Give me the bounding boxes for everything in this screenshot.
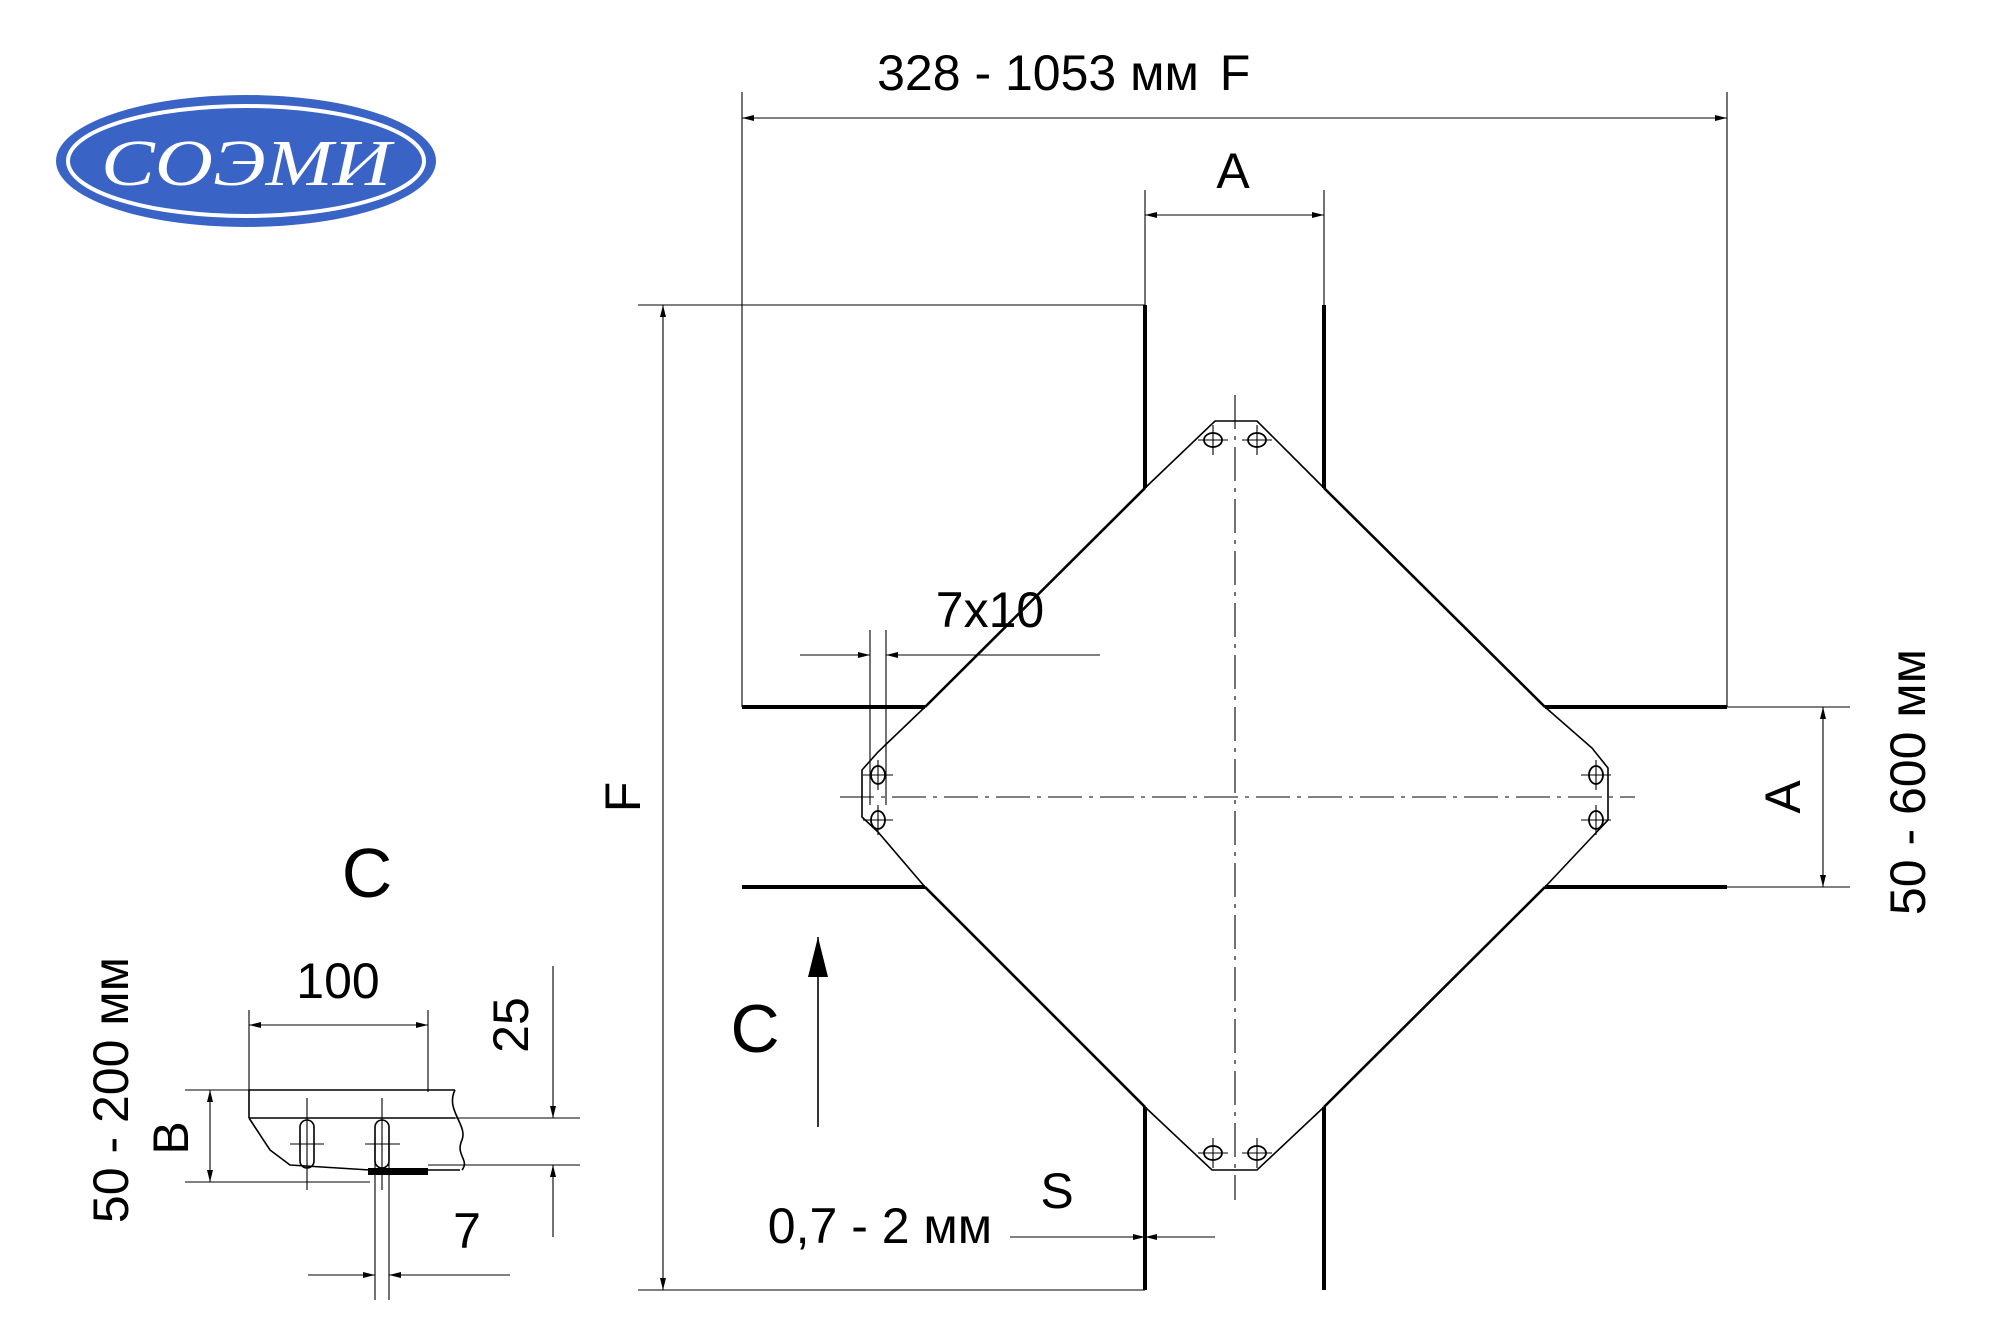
- body-edge-bottom-right: [1323, 886, 1546, 1108]
- right-flange: [1544, 706, 1609, 888]
- company-logo: СОЭМИ: [56, 95, 436, 227]
- top-overall-dimension: 328 - 1053 мм: [877, 45, 1199, 101]
- detail-view-title: C: [342, 834, 393, 912]
- view-arrow-label: C: [730, 991, 779, 1067]
- detail-flange-edge: [368, 1168, 428, 1175]
- top-overall-letter: F: [1220, 45, 1251, 101]
- thickness-letter: S: [1040, 1163, 1073, 1219]
- detail-view-c: C 100 25 7 B 50 - 200 мм: [83, 834, 580, 1300]
- body-edge-bottom-left: [924, 886, 1146, 1108]
- flange-holes: [863, 425, 1611, 1168]
- detail-width-label: 100: [296, 953, 379, 1009]
- detail-slot-pitch-label: 7: [453, 1203, 481, 1259]
- logo-text: СОЭМИ: [101, 127, 395, 200]
- top-flange: [1144, 420, 1325, 489]
- body-edge-top-right: [1323, 487, 1546, 708]
- left-overall-letter: F: [595, 782, 651, 813]
- cross-fitting-main-view: 328 - 1053 мм F A F A 50 - 600 мм 7x10 S…: [595, 45, 1936, 1291]
- bottom-flange: [1144, 1106, 1325, 1171]
- top-neck-label: A: [1216, 143, 1250, 199]
- detail-break-line: [451, 1089, 466, 1171]
- right-neck-letter: A: [1755, 780, 1811, 814]
- body-edge-top-left: [924, 487, 1146, 708]
- detail-flange-label: 25: [483, 997, 539, 1053]
- detail-height-letter: B: [143, 1121, 199, 1154]
- slot-size-label: 7x10: [936, 582, 1044, 638]
- detail-part-outline: [248, 1089, 460, 1171]
- detail-height-range: 50 - 200 мм: [83, 957, 139, 1223]
- right-neck-range: 50 - 600 мм: [1880, 649, 1936, 915]
- thickness-range: 0,7 - 2 мм: [768, 1198, 992, 1254]
